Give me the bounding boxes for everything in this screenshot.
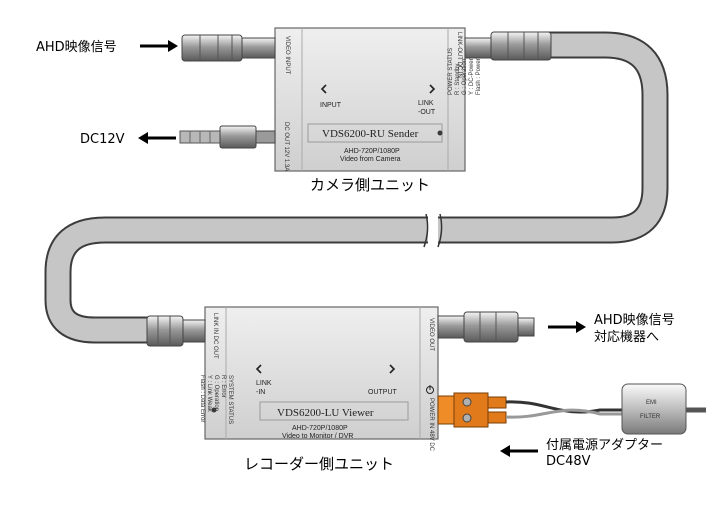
- sender-out-label: -OUT: [418, 109, 436, 116]
- svg-text:Y : DC-Power Low: Y : DC-Power Low: [469, 45, 475, 95]
- sender-model: VDS6200-RU Sender: [322, 128, 419, 140]
- right-chevron-icon: [429, 84, 436, 94]
- sender-link-label: LINK: [418, 100, 434, 107]
- viewer-link-label: LINK: [256, 380, 272, 387]
- sender-status-led: [437, 130, 443, 136]
- arrow-right-icon: [548, 321, 586, 333]
- viewer-output-label: OUTPUT: [368, 389, 398, 396]
- viewer-status-led: [211, 407, 217, 413]
- sender-input-label: INPUT: [320, 102, 342, 109]
- coax-cable: [44, 31, 669, 344]
- adapter-voltage-label: DC48V: [546, 454, 591, 469]
- svg-text:G : Operation: G : Operation: [213, 375, 219, 411]
- left-chevron-icon: [255, 364, 262, 374]
- sender-spec: AHD-720P/1080P: [344, 148, 400, 155]
- dc12v-label: DC12V: [80, 132, 125, 147]
- viewer-port-link-in: LINK IN DC OUT: [212, 313, 218, 359]
- viewer-desc: Video to Monitor / DVR: [282, 433, 353, 440]
- sender-link-out-connector: [464, 31, 552, 61]
- sender-video-in-connector: [181, 34, 276, 62]
- svg-text:SYSTEM STATUS: SYSTEM STATUS: [227, 375, 233, 424]
- svg-text:POWER STATUS: POWER STATUS: [448, 48, 454, 95]
- sender-caption: カメラ側ユニット: [310, 176, 430, 194]
- svg-text:Y : Link Weak: Y : Link Weak: [206, 375, 212, 413]
- sender-status-text: POWER STATUS R : Standby G : Operation Y…: [448, 45, 482, 95]
- viewer-model: VDS6200-LU Viewer: [277, 407, 374, 419]
- left-chevron-icon: [320, 84, 327, 94]
- viewer-link-in-connector: [146, 315, 206, 347]
- sender-desc: Video from Camera: [340, 156, 401, 163]
- svg-text:Flash : Data Error: Flash : Data Error: [199, 375, 205, 422]
- sender-dc-out-plug: [179, 125, 276, 149]
- ahd-output-sub-label: 対応機器へ: [594, 330, 659, 345]
- emi-filter: EMI FILTER: [621, 383, 687, 435]
- ahd-output-label: AHD映像信号: [594, 313, 675, 328]
- viewer-port-video-out: VIDEO OUT: [428, 318, 434, 351]
- sender-port-video-in: VIDEO INPUT: [284, 36, 290, 75]
- svg-text:Flash : Power Fail: Flash : Power Fail: [476, 47, 482, 95]
- svg-text:EMI: EMI: [646, 400, 657, 406]
- svg-text:G : Operation: G : Operation: [462, 59, 468, 95]
- sender-unit: INPUT LINK -OUT VDS6200-RU Sender AHD-72…: [274, 27, 482, 172]
- power-cable: [505, 400, 706, 419]
- arrow-left-icon: [500, 445, 538, 457]
- sender-port-dc-out: DC OUT 12V 1.3A: [283, 122, 289, 171]
- viewer-in-label: -IN: [256, 389, 265, 396]
- viewer-status-text: SYSTEM STATUS R : Error G : Operation Y …: [199, 375, 233, 424]
- right-chevron-icon: [389, 364, 396, 374]
- svg-text:R : Standby: R : Standby: [455, 64, 461, 95]
- viewer-video-out-connector: [437, 311, 535, 343]
- adapter-label: 付属電源アダプター: [546, 438, 663, 453]
- sender-port-link-out: LINK-OUT DC IN: [456, 32, 462, 78]
- svg-text:R : Error: R : Error: [220, 375, 226, 398]
- viewer-unit: LINK -IN OUTPUT VDS6200-LU Viewer AHD-72…: [199, 306, 439, 452]
- arrow-right-icon: [140, 40, 178, 52]
- viewer-spec: AHD-720P/1080P: [292, 425, 348, 432]
- ahd-input-label: AHD映像信号: [36, 40, 117, 55]
- svg-text:FILTER: FILTER: [640, 414, 661, 420]
- power-terminal-block: [437, 392, 507, 428]
- power-symbol-icon: [426, 385, 434, 394]
- viewer-caption: レコーダー側ユニット: [244, 455, 394, 473]
- arrow-left-icon: [138, 132, 176, 144]
- viewer-port-power-in: POWER IN 48V DC: [428, 398, 434, 452]
